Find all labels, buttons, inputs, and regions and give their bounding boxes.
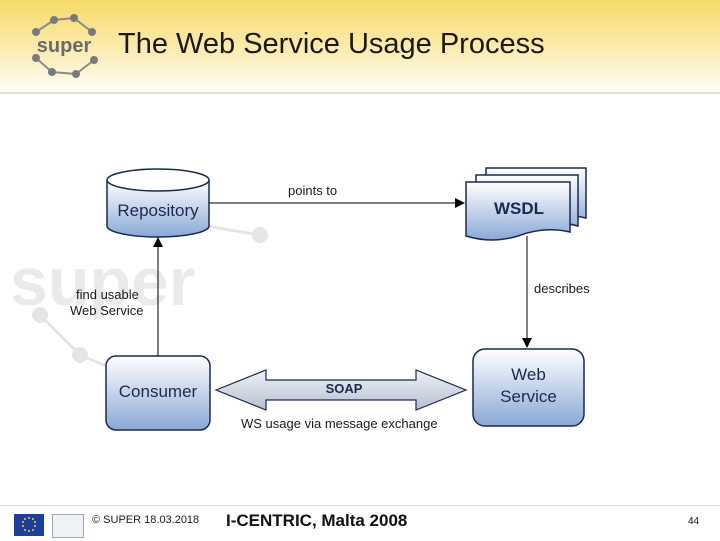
- ws-usage-label: WS usage via message exchange: [241, 416, 438, 431]
- page-number: 44: [688, 516, 700, 527]
- find-usable-label-line2: Web Service: [70, 303, 144, 318]
- super-logo: super: [32, 14, 98, 78]
- footer-divider: [0, 505, 720, 506]
- wsdl-label: WSDL: [493, 199, 545, 218]
- describes-label: describes: [534, 281, 590, 296]
- header-divider: [0, 92, 720, 94]
- eu-flag-logo: [14, 514, 44, 536]
- find-usable-label-line1: find usable: [76, 287, 139, 302]
- wsdl-node: [465, 167, 587, 241]
- logo-text: super: [37, 35, 92, 57]
- header-band: [0, 0, 720, 95]
- web-service-label-line2: Service: [500, 387, 557, 406]
- web-service-node: [472, 348, 585, 427]
- repository-label: Repository: [117, 201, 199, 220]
- repository-node: [106, 168, 210, 238]
- soap-double-arrow: [214, 369, 468, 411]
- partner-logo: [52, 514, 84, 538]
- consumer-label: Consumer: [118, 382, 198, 401]
- copyright-text: © SUPER 18.03.2018: [92, 514, 200, 526]
- event-name: I-CENTRIC, Malta 2008: [226, 511, 408, 530]
- soap-label: SOAP: [325, 381, 363, 396]
- points-to-label: points to: [288, 183, 338, 198]
- page-title: The Web Service Usage Process: [118, 28, 545, 60]
- watermark-text: super: [10, 244, 195, 320]
- web-service-label-line1: Web: [511, 365, 546, 384]
